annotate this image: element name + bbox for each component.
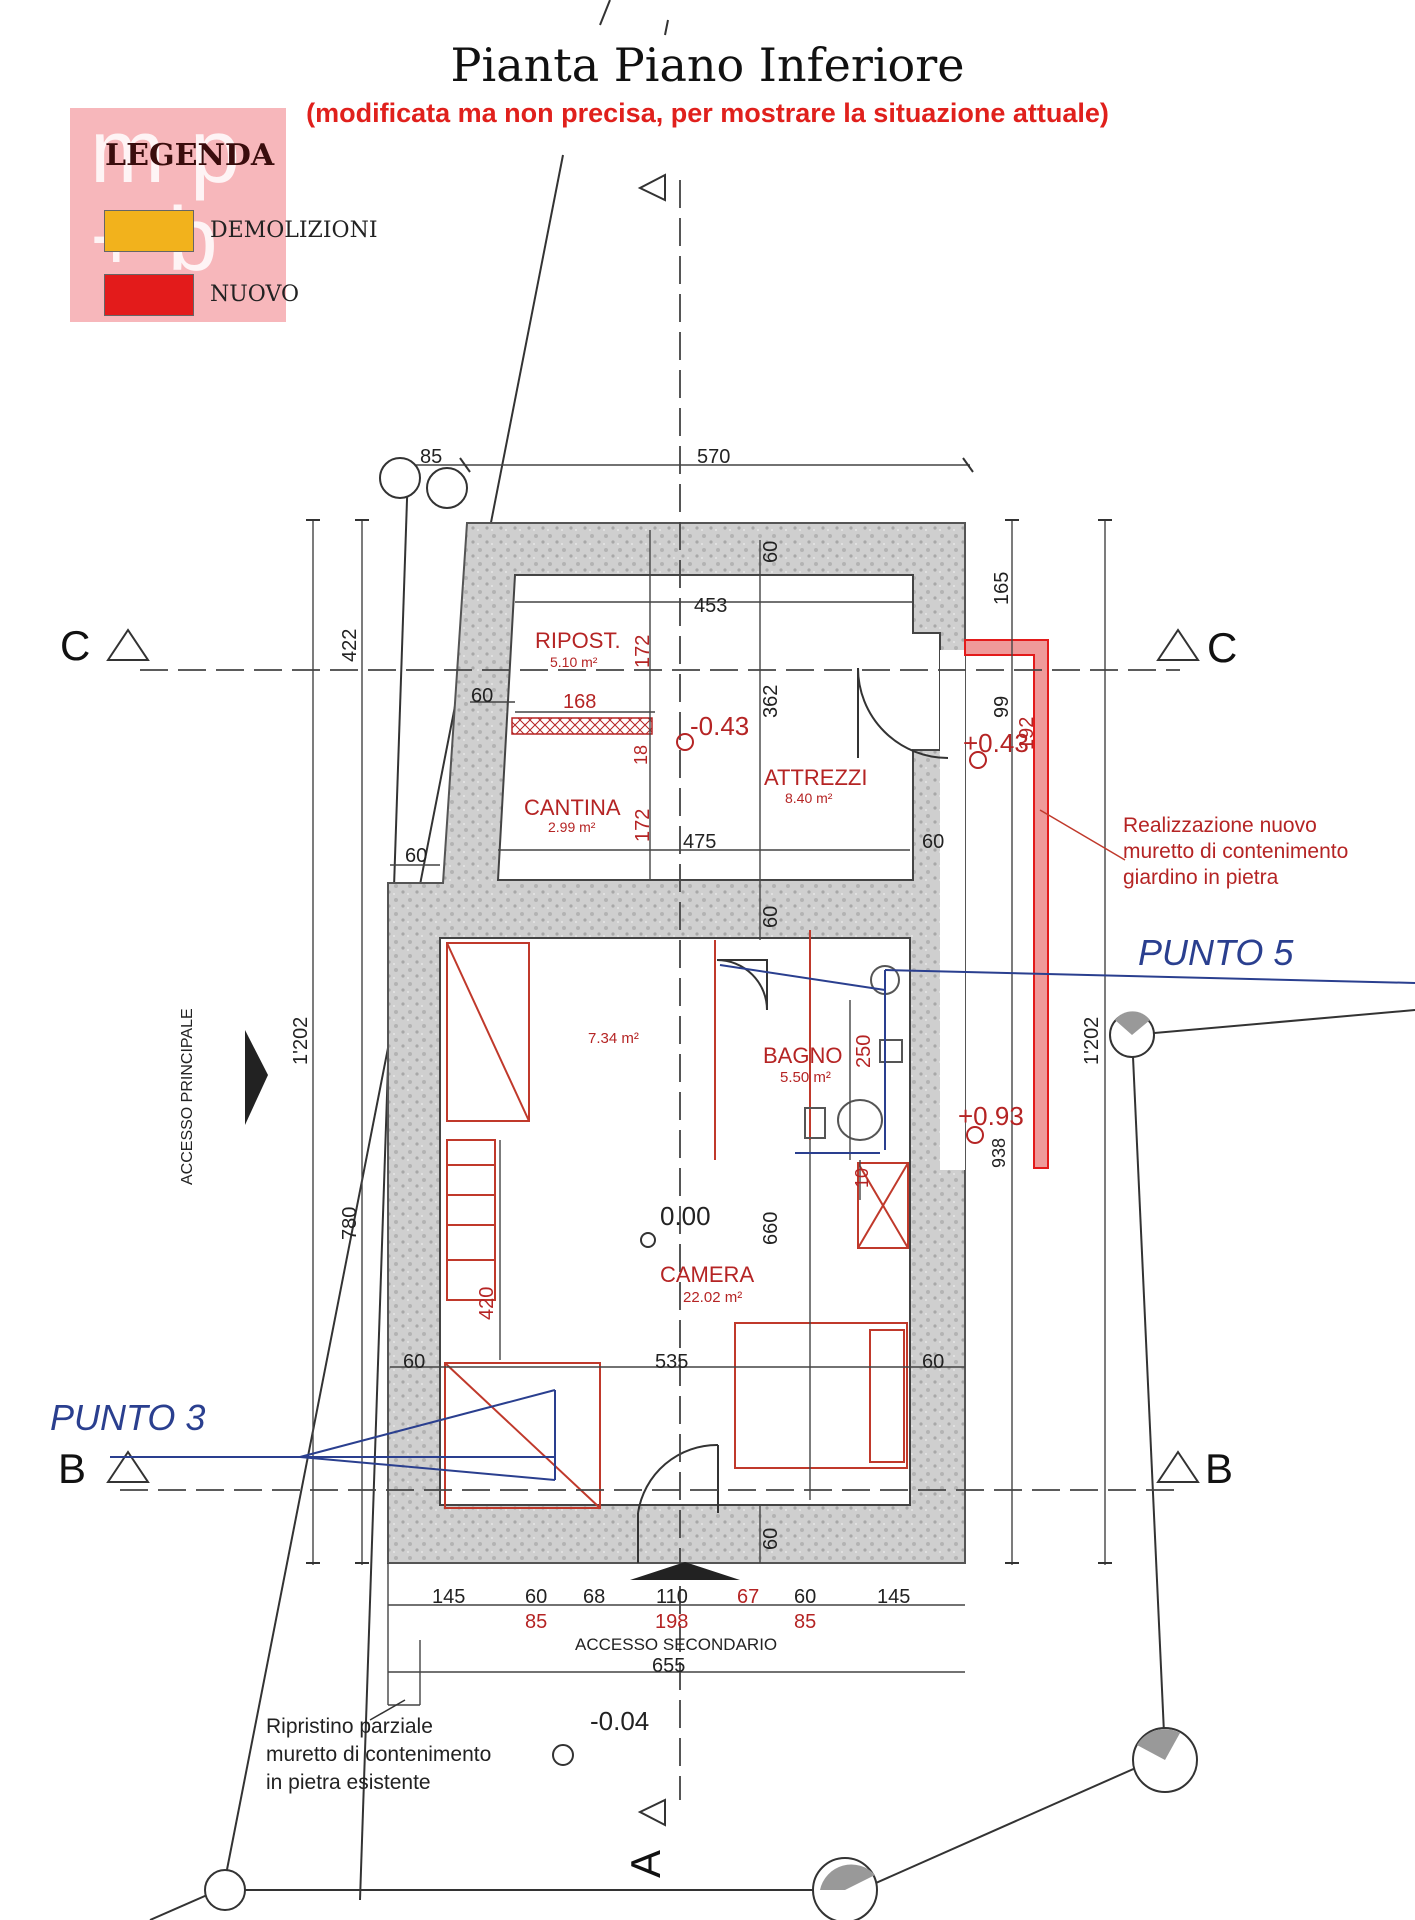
- room-camera-name: CAMERA: [660, 1262, 754, 1287]
- dim-cantina-h: 172: [632, 809, 654, 842]
- dim-right-mid: 99: [991, 696, 1013, 718]
- dim-b1: 145: [432, 1586, 465, 1608]
- note-right-line3: giardino in pietra: [1123, 866, 1279, 889]
- level-center: 0.00: [660, 1201, 711, 1231]
- dimension-ticks: [306, 457, 1112, 1564]
- section-a-label: A: [622, 1850, 669, 1878]
- room-ripost-area: 5.10 m²: [550, 654, 598, 670]
- room-bagno-name: BAGNO: [763, 1043, 842, 1068]
- stone-walls: [387, 522, 966, 1564]
- dim-b3: 68: [583, 1586, 605, 1608]
- section-b-left: B: [58, 1445, 86, 1492]
- dim-left-wall: 60: [471, 685, 493, 707]
- legend-label-demolizioni: DEMOLIZIONI: [210, 218, 378, 243]
- legend-title: LEGENDA: [105, 138, 275, 173]
- dim-right-wall-len: 192: [1016, 717, 1038, 750]
- section-c-right: C: [1207, 624, 1237, 671]
- room-cantina-name: CANTINA: [524, 795, 621, 820]
- dim-bagno-step: 10: [852, 1168, 872, 1188]
- dim-wall-left-low: 60: [403, 1351, 425, 1373]
- note-right-line1: Realizzazione nuovo: [1123, 814, 1317, 837]
- level-upper-right: +0.43: [963, 728, 1029, 758]
- dim-wall-right-low: 60: [922, 1351, 944, 1373]
- new-retaining-wall: [964, 639, 1049, 1169]
- dim-wall-bottom: 60: [760, 1528, 782, 1550]
- punto3-label: PUNTO 3: [50, 1397, 205, 1438]
- legend-label-nuovo: NUOVO: [210, 282, 299, 307]
- dim-inner-top: 453: [694, 595, 727, 617]
- room-camera-area: 22.02 m²: [683, 1289, 742, 1306]
- accesso-principale-label: ACCESSO PRINCIPALE: [179, 1008, 196, 1185]
- legend-swatch-nuovo: [104, 274, 194, 316]
- dim-top-offset: 85: [420, 446, 442, 468]
- sanitary-fixtures: [804, 965, 903, 1141]
- dim-b8: 85: [525, 1611, 547, 1633]
- dim-left-outer-bottom: 780: [339, 1207, 361, 1240]
- level-outside: -0.04: [590, 1706, 649, 1736]
- dimension-lines: [312, 464, 1106, 1706]
- dim-inner-h: 362: [760, 685, 782, 718]
- legend-swatch-demolizioni: [104, 210, 194, 252]
- dim-top-total: 570: [697, 446, 730, 468]
- room-cantina-area: 2.99 m²: [548, 819, 596, 835]
- dim-b10: 85: [794, 1611, 816, 1633]
- dim-bagno-h: 250: [853, 1035, 875, 1068]
- room-soggiorno-area: 7.34 m²: [588, 1030, 639, 1047]
- level-right-mid: +0.93: [958, 1101, 1024, 1131]
- dim-total-bottom: 655: [652, 1655, 685, 1677]
- dim-b7: 145: [877, 1586, 910, 1608]
- interior-fixtures: [444, 930, 909, 1509]
- dim-wall-right: 60: [922, 831, 944, 853]
- note-left-line2: muretto di contenimento: [266, 1743, 491, 1766]
- room-attrezzi-area: 8.40 m²: [785, 790, 833, 806]
- main-access-arrow: [245, 1030, 268, 1125]
- dim-camera-w: 535: [655, 1351, 688, 1373]
- secondary-access-arrow: [630, 1562, 740, 1580]
- note-leader-right: [1039, 809, 1126, 861]
- partition-demolished: [511, 717, 653, 735]
- room-ripost-name: RIPOST.: [535, 628, 621, 653]
- dim-wall-mid: 60: [760, 906, 782, 928]
- dim-right-outer-total: 1'202: [1081, 1017, 1103, 1065]
- room-attrezzi-name: ATTREZZI: [764, 765, 867, 790]
- dim-right-top: 165: [991, 572, 1013, 605]
- dim-inner-bottom: 475: [683, 831, 716, 853]
- accesso-secondario-label: ACCESSO SECONDARIO: [575, 1635, 777, 1654]
- room-bagno-area: 5.50 m²: [780, 1069, 831, 1086]
- survey-lines: [110, 964, 1415, 1481]
- dim-left-outer-top: 422: [339, 629, 361, 662]
- dim-left-outer-total: 1'202: [290, 1017, 312, 1065]
- doors: [637, 667, 949, 1563]
- section-b-right: B: [1205, 1445, 1233, 1492]
- dim-partition-gap: 18: [631, 745, 651, 765]
- dim-partition-len: 168: [563, 691, 596, 713]
- dim-wall-top: 60: [760, 541, 782, 563]
- dim-camera-h: 660: [760, 1212, 782, 1245]
- section-markers: [106, 173, 1200, 1827]
- dim-b9: 198: [655, 1611, 688, 1633]
- dim-left-step: 60: [405, 845, 427, 867]
- section-c-left: C: [60, 622, 90, 669]
- punto5-label: PUNTO 5: [1138, 932, 1294, 973]
- dim-b5: 67: [737, 1586, 759, 1608]
- plan-subtitle: (modificata ma non precisa, per mostrare…: [306, 98, 1109, 128]
- note-left-line1: Ripristino parziale: [266, 1715, 433, 1738]
- note-leader-left: [369, 1699, 406, 1721]
- level-markers: [552, 733, 987, 1766]
- dim-b4: 110: [656, 1586, 688, 1608]
- dim-b6: 60: [794, 1586, 816, 1608]
- note-left-line3: in pietra esistente: [266, 1771, 431, 1794]
- note-right-line2: muretto di contenimento: [1123, 840, 1348, 863]
- dim-right-bottom: 938: [989, 1138, 1009, 1168]
- plan-title: Pianta Piano Inferiore: [450, 38, 965, 92]
- dim-stair-len: 420: [476, 1287, 498, 1320]
- level-upper-left: -0.43: [690, 711, 749, 741]
- dim-ripost-h: 172: [632, 635, 654, 668]
- dim-b2: 60: [525, 1586, 547, 1608]
